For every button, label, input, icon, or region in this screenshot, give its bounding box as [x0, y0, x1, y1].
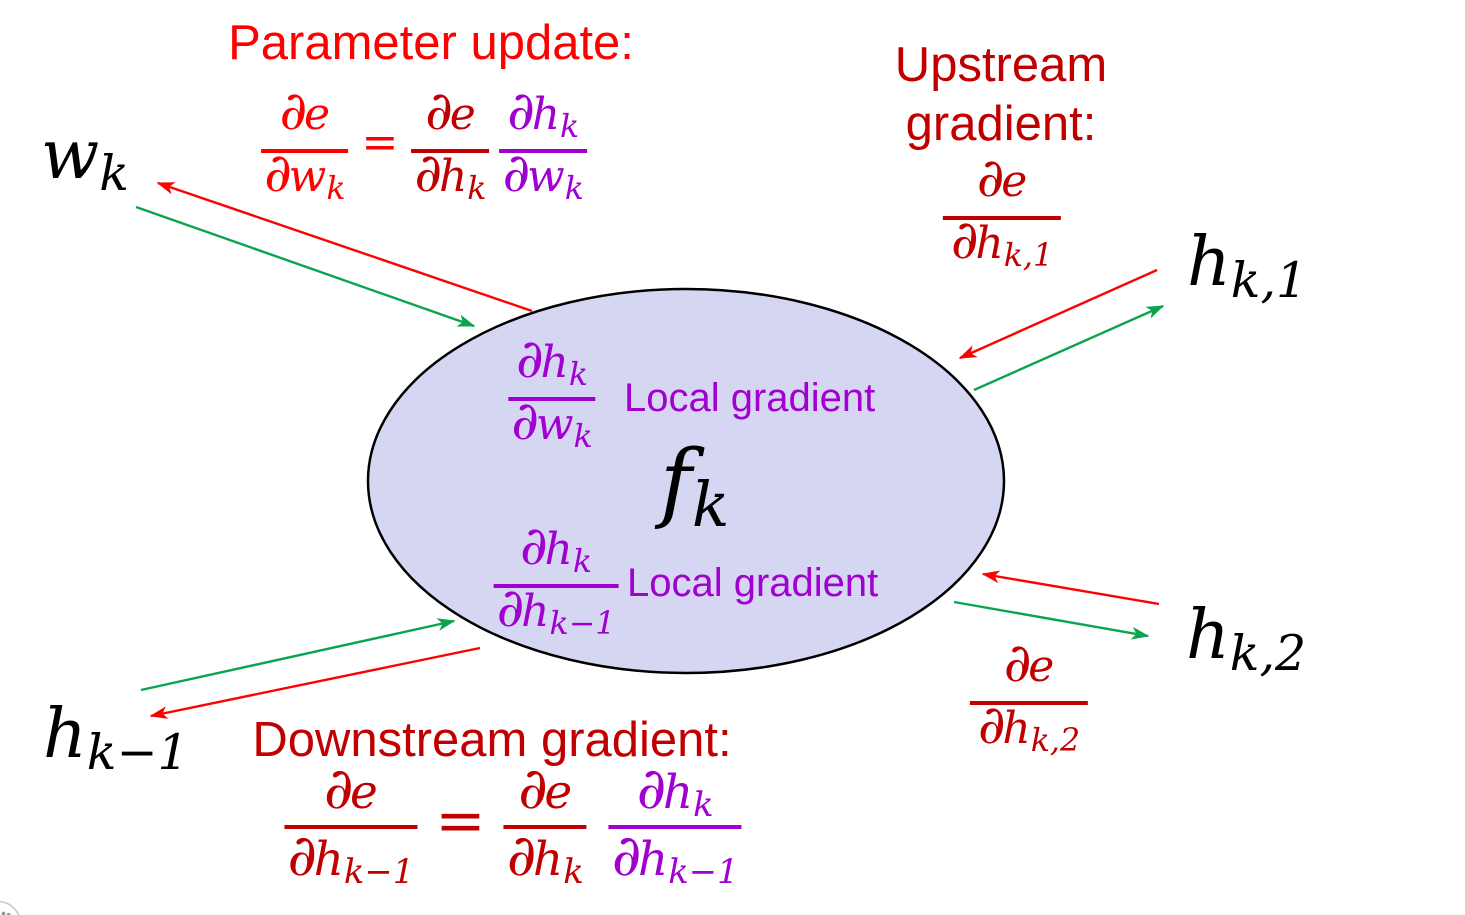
- output1-label: hk,1: [1187, 223, 1308, 309]
- arrows-group: [135, 181, 1165, 719]
- local-gradient-weight-label: Local gradient: [624, 376, 876, 420]
- local-gradient-weight-fraction: ∂hk ∂wk: [508, 327, 596, 455]
- corner-bubble-dot: [6, 912, 11, 915]
- frac-numerator: ∂e: [425, 79, 476, 142]
- fraction-bar: [608, 825, 742, 829]
- fraction-bar: [493, 584, 619, 588]
- frac-numerator: ∂hk: [636, 755, 714, 825]
- arrow-backward-to-input: [149, 646, 481, 719]
- frac-denominator: ∂hk: [506, 822, 584, 892]
- arrow-backward-from-output2: [981, 570, 1160, 606]
- frac-denominator: ∂hk,2: [977, 693, 1081, 759]
- parameter-update-equation: ∂e ∂wk = ∂e ∂hk ∂hk ∂wk: [261, 79, 587, 207]
- arrow-forward-to-output2: [953, 600, 1150, 640]
- frac-denominator: ∂wk: [511, 389, 593, 455]
- fraction-bar: [969, 701, 1089, 705]
- upstream-title-line1: Upstream: [894, 38, 1108, 92]
- frac-denominator: ∂wk: [264, 141, 346, 207]
- arrow-forward-from-input: [140, 618, 456, 692]
- downstream-gradient-title: Downstream gradient:: [252, 713, 732, 767]
- arrow-backward-to-weight: [156, 181, 533, 313]
- upstream-gradient-title: Upstream gradient:: [895, 36, 1107, 154]
- frac-denominator: ∂hk,1: [950, 208, 1054, 274]
- fraction-bar: [942, 216, 1062, 220]
- frac-numerator: ∂hk: [515, 327, 589, 393]
- frac-dhk-dwk: ∂hk ∂wk: [499, 79, 587, 207]
- local-gradient-input-fraction: ∂hk ∂hk−1: [493, 514, 619, 642]
- output2-label: hk,2: [1186, 596, 1307, 682]
- corner-bubble-circle: [0, 900, 20, 915]
- frac-numerator: ∂e: [323, 755, 378, 822]
- weight-label: wk: [41, 116, 129, 202]
- frac-de-dhk2: ∂e ∂hk,2: [969, 631, 1089, 759]
- parameter-update-title: Parameter update:: [228, 16, 634, 70]
- local-gradient-input-label: Local gradient: [627, 561, 879, 605]
- downstream-gradient-equation: ∂e ∂hk−1 = ∂e ∂hk ∂hk ∂hk−1: [284, 755, 742, 892]
- corner-bubble[interactable]: [0, 900, 21, 915]
- frac-de-dhk: ∂e ∂hk: [503, 755, 587, 892]
- frac-de-dhk-1: ∂e ∂hk−1: [284, 755, 418, 892]
- frac-numerator: ∂e: [279, 79, 331, 142]
- fraction-bar: [261, 149, 349, 153]
- input-label: hk−1: [43, 695, 189, 781]
- function-node-ellipse: [366, 287, 1006, 675]
- frac-de-dhk1: ∂e ∂hk,1: [942, 146, 1062, 274]
- frac-dhk-dhk-1-local: ∂hk ∂hk−1: [493, 514, 619, 642]
- upstream-title-line2: gradient:: [905, 96, 1097, 151]
- fraction-bar: [508, 397, 596, 401]
- frac-numerator: ∂e: [1003, 631, 1055, 694]
- frac-numerator: ∂e: [976, 146, 1028, 209]
- frac-de-dwk: ∂e ∂wk: [261, 79, 349, 207]
- fraction-bar: [411, 149, 490, 153]
- frac-numerator: ∂hk: [519, 514, 593, 580]
- frac-denominator: ∂hk−1: [287, 822, 415, 892]
- frac-denominator: ∂hk: [414, 141, 487, 207]
- frac-numerator: ∂hk: [507, 79, 580, 145]
- fraction-bar: [284, 825, 418, 829]
- equals-sign: =: [435, 786, 486, 856]
- frac-dhk-dhk-1: ∂hk ∂hk−1: [608, 755, 742, 892]
- frac-dhk-dwk-local: ∂hk ∂wk: [508, 327, 596, 455]
- frac-denominator: ∂hk−1: [611, 822, 739, 892]
- arrow-backward-from-output1: [958, 268, 1158, 360]
- frac-denominator: ∂hk−1: [496, 576, 616, 642]
- frac-numerator: ∂e: [518, 755, 573, 822]
- fraction-bar: [499, 149, 587, 153]
- frac-denominator: ∂wk: [502, 141, 584, 207]
- fraction-bar: [503, 825, 587, 829]
- arrow-forward-from-weight: [135, 205, 476, 328]
- function-label: fk: [660, 432, 730, 541]
- frac-de-dhk: ∂e ∂hk: [411, 79, 490, 207]
- corner-bubble-dot: [1, 911, 6, 915]
- upstream-gradient-fraction: ∂e ∂hk,1: [942, 146, 1062, 274]
- output2-gradient-fraction: ∂e ∂hk,2: [969, 631, 1089, 759]
- equals-sign: =: [361, 116, 399, 168]
- arrow-forward-to-output1: [973, 304, 1165, 392]
